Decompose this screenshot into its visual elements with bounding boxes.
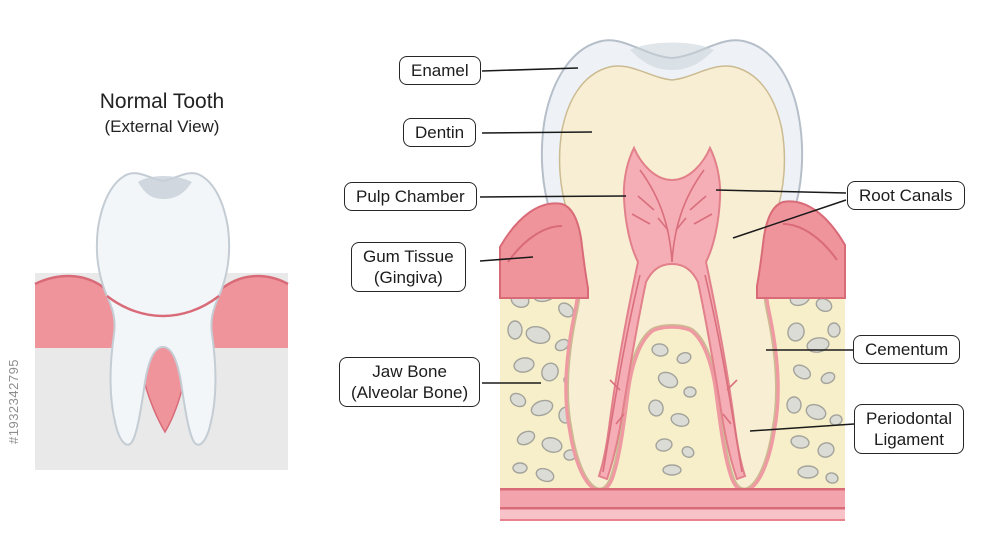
label-enamel-text: Enamel [411, 61, 469, 80]
dentin-line [481, 131, 593, 134]
title-line: Normal Tooth [99, 90, 225, 113]
root-canals-line-1 [715, 189, 847, 194]
pulp-chamber [597, 145, 747, 481]
label-jaw-bone-subtext: (Alveolar Bone) [351, 383, 469, 402]
label-cementum: Cementum [853, 335, 961, 364]
cross-section-group [499, 39, 846, 521]
label-root-canals: Root Canals [847, 181, 965, 210]
gum-tissue-left [499, 202, 589, 299]
label-jaw-bone-text: Jaw Bone [372, 362, 447, 381]
label-enamel: Enamel [399, 56, 481, 85]
label-periodontal-text-1: Periodontal [866, 409, 953, 428]
label-gum-tissue-subtext: (Gingiva) [373, 268, 443, 287]
enamel-shading [630, 42, 714, 70]
external-view-group [34, 172, 289, 470]
root-canals-line-2 [732, 199, 847, 239]
external-tooth-shading [138, 176, 192, 199]
label-cementum-text: Cementum [865, 340, 949, 359]
external-tooth [95, 172, 231, 446]
label-pulp-chamber: Pulp Chamber [344, 182, 477, 211]
label-periodontal-ligament: Periodontal Ligament [854, 404, 965, 454]
label-gum-tissue-text: Gum Tissue [363, 247, 454, 266]
gum-left-contour [507, 225, 563, 263]
pulp-chamber-line [479, 195, 627, 198]
gum-tissue-right [756, 200, 846, 299]
label-jaw-bone: Jaw Bone (Alveolar Bone) [339, 357, 481, 407]
label-root-canals-text: Root Canals [859, 186, 953, 205]
label-periodontal-text-2: Ligament [874, 430, 944, 449]
enamel-line [481, 67, 579, 72]
gum-tissue-line [479, 256, 534, 262]
periodontal-line [749, 423, 855, 432]
bottom-mucosa-layers [500, 488, 845, 521]
label-dentin: Dentin [403, 118, 477, 147]
watermark-text: #1932342795 [6, 358, 21, 444]
label-gum-tissue: Gum Tissue (Gingiva) [351, 242, 466, 292]
external-cervical-line [106, 295, 220, 318]
label-pulp-chamber-text: Pulp Chamber [356, 187, 465, 206]
label-dentin-text: Dentin [415, 123, 465, 142]
subtitle-line: (External View) [104, 117, 220, 136]
gum-right-contour [782, 223, 838, 261]
left-panel-title: Normal Tooth (External View) [52, 90, 272, 137]
pulp-vessels [602, 169, 743, 473]
callout-lines [479, 67, 855, 432]
